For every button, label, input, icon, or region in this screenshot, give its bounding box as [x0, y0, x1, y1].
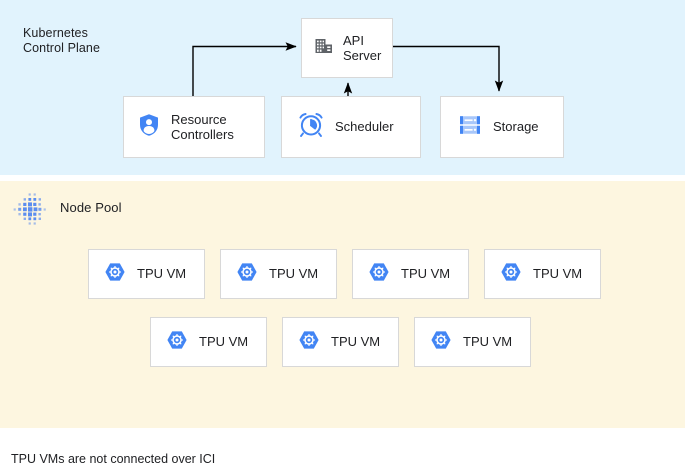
tpu-vm-label: TPU VM — [463, 334, 513, 350]
tpu-vm-label: TPU VM — [533, 266, 583, 282]
tpu-vm-card[interactable]: TPU VM — [88, 249, 205, 299]
control-plane-title: Kubernetes Control Plane — [23, 26, 101, 55]
shield-user-icon — [138, 113, 160, 142]
tpu-hex-icon — [298, 329, 320, 356]
node-scheduler[interactable]: Scheduler — [281, 96, 421, 158]
node-resource-controllers[interactable]: Resource Controllers — [123, 96, 265, 158]
tpu-hex-icon — [236, 261, 258, 288]
alarm-clock-icon — [298, 112, 324, 143]
tpu-vm-label: TPU VM — [269, 266, 319, 282]
tpu-vm-card[interactable]: TPU VM — [352, 249, 469, 299]
tpu-vm-card[interactable]: TPU VM — [150, 317, 267, 367]
node-pool-panel — [0, 181, 685, 428]
node-resource-controllers-label: Resource Controllers — [171, 111, 234, 143]
node-storage-label: Storage — [493, 119, 539, 135]
diagram-caption: TPU VMs are not connected over ICI — [11, 452, 216, 466]
tpu-vm-label: TPU VM — [137, 266, 187, 282]
node-api-server-label: API Server — [343, 32, 382, 64]
dot-cluster-icon — [11, 192, 51, 228]
tpu-vm-card[interactable]: TPU VM — [220, 249, 337, 299]
tpu-hex-icon — [430, 329, 452, 356]
tpu-hex-icon — [104, 261, 126, 288]
node-pool-title: Node Pool — [60, 200, 122, 215]
node-storage[interactable]: Storage — [440, 96, 564, 158]
node-api-server[interactable]: API Server — [301, 18, 393, 78]
server-rack-icon — [458, 114, 482, 141]
tpu-vm-label: TPU VM — [199, 334, 249, 350]
node-scheduler-label: Scheduler — [335, 119, 394, 135]
building-icon — [314, 36, 334, 61]
tpu-hex-icon — [500, 261, 522, 288]
tpu-vm-card[interactable]: TPU VM — [484, 249, 601, 299]
tpu-vm-label: TPU VM — [401, 266, 451, 282]
tpu-hex-icon — [368, 261, 390, 288]
tpu-hex-icon — [166, 329, 188, 356]
tpu-vm-card[interactable]: TPU VM — [282, 317, 399, 367]
tpu-vm-label: TPU VM — [331, 334, 381, 350]
tpu-vm-card[interactable]: TPU VM — [414, 317, 531, 367]
